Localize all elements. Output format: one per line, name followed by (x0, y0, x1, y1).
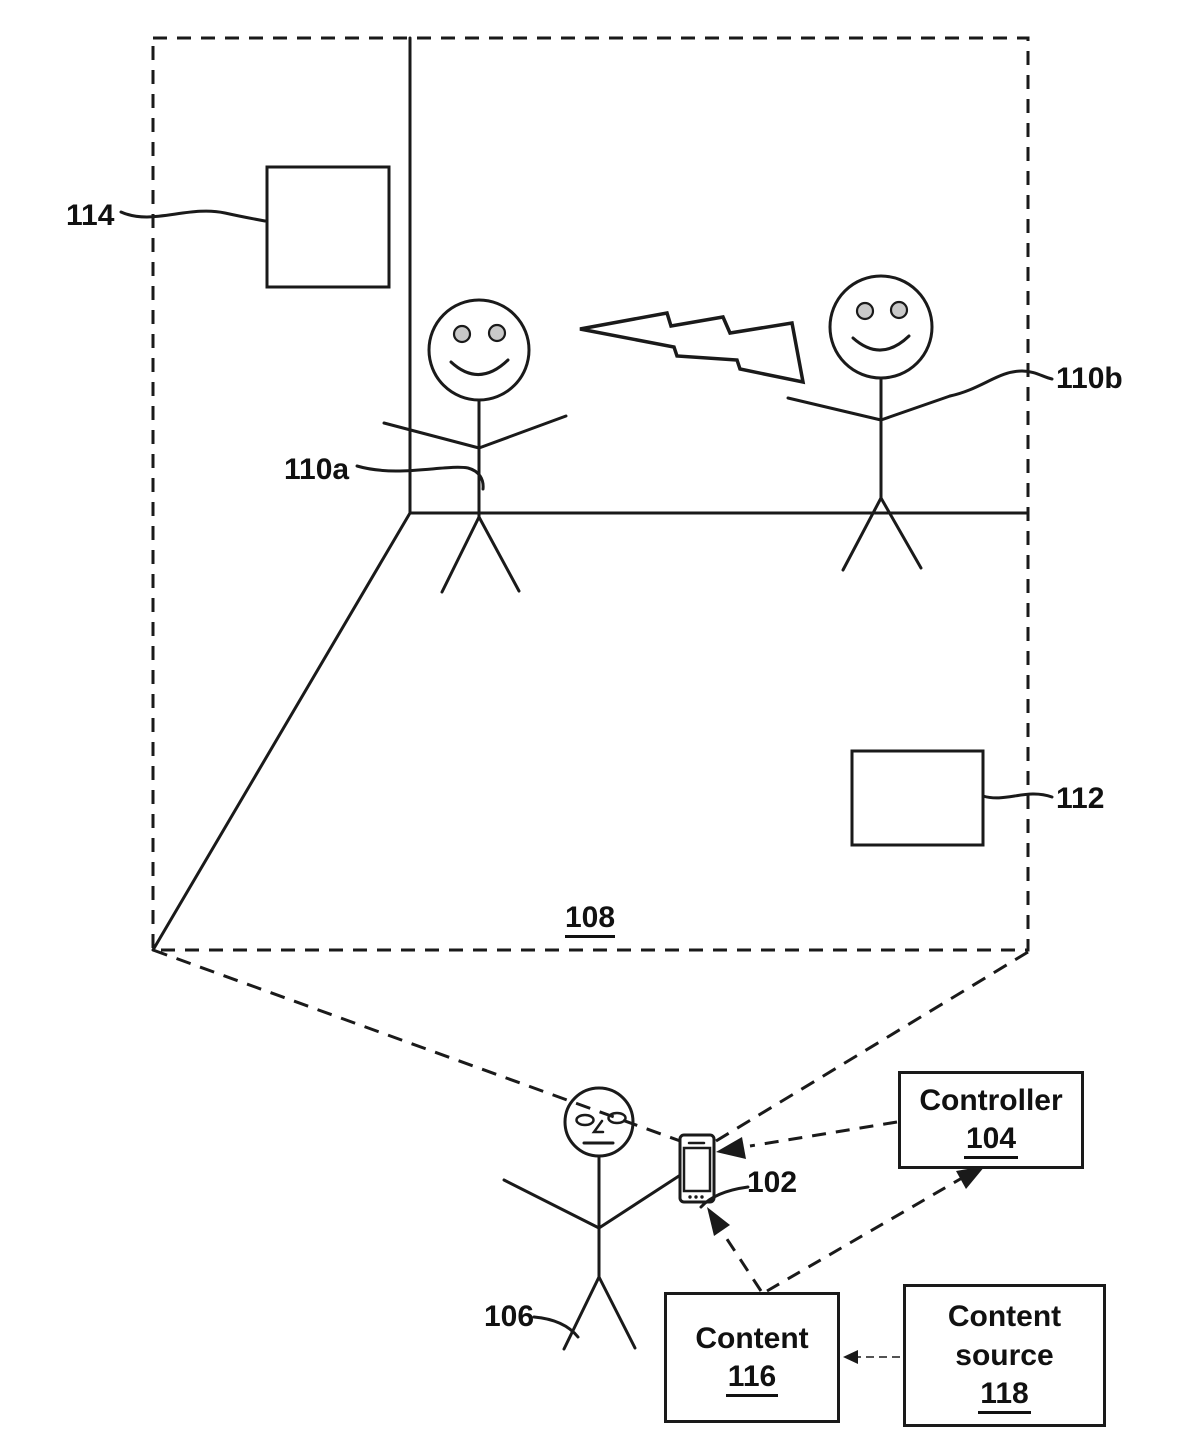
content-source-box: Content source 118 (903, 1284, 1106, 1427)
ref-label-110b: 110b (1056, 362, 1123, 395)
content-source-title-line1: Content (947, 1300, 1062, 1333)
person-110b-icon (786, 274, 1054, 572)
arrow-content-to-phone (707, 1207, 763, 1292)
projection-lines (152, 948, 1029, 1144)
person-106-icon (502, 1086, 684, 1351)
content-box: Content 116 (664, 1292, 840, 1423)
arrow-controller-to-phone (716, 1120, 898, 1159)
wall-display-114-icon (119, 165, 391, 289)
arrow-content-to-controller (766, 1166, 985, 1293)
ref-label-108: 108 (565, 903, 616, 938)
lightning-bolt-icon (579, 310, 806, 385)
ref-label-114: 114 (66, 199, 115, 232)
display-112-icon (850, 749, 1054, 847)
room-boundary-icon (151, 36, 1030, 952)
smartphone-102-icon (678, 1133, 750, 1209)
content-title: Content (695, 1321, 809, 1355)
person-110a-icon (355, 298, 568, 594)
content-ref: 116 (725, 1360, 779, 1397)
ref-label-112: 112 (1056, 782, 1105, 815)
controller-box: Controller 104 (898, 1071, 1084, 1169)
ref-label-110a: 110a (284, 453, 350, 486)
arrow-source-to-content (843, 1350, 900, 1364)
controller-title: Controller (919, 1084, 1063, 1117)
content-source-ref: 118 (978, 1377, 1031, 1414)
content-source-title-line2: source (955, 1339, 1054, 1372)
controller-ref: 104 (963, 1122, 1019, 1159)
ref-label-106: 106 (484, 1300, 535, 1333)
ref-label-102: 102 (747, 1166, 798, 1199)
